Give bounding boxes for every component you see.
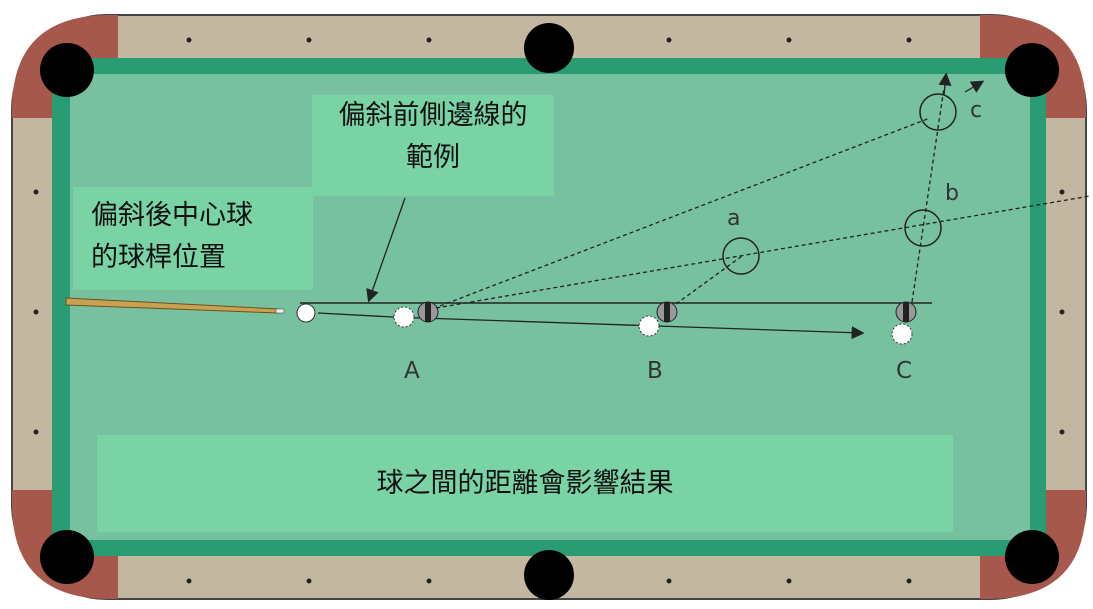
- path-label-c: c: [970, 98, 982, 123]
- diamond-icon: [187, 38, 192, 43]
- pocket-icon: [40, 530, 94, 584]
- diamond-icon: [787, 579, 792, 584]
- path-label-b: b: [945, 181, 959, 206]
- pocket-icon: [1005, 530, 1059, 584]
- diamond-icon: [187, 579, 192, 584]
- diamond-icon: [1060, 430, 1065, 435]
- back-center-cue-line-1: 偏斜後中心球: [91, 195, 313, 237]
- object-ball-icon: [657, 302, 677, 322]
- position-label-a: A: [404, 358, 420, 384]
- diamond-icon: [667, 38, 672, 43]
- diamond-icon: [427, 38, 432, 43]
- diamond-icon: [907, 38, 912, 43]
- distance-effect-label: 球之間的距離會影響結果: [97, 435, 953, 532]
- pocket-icon: [524, 23, 574, 73]
- object-ball-icon: [896, 302, 916, 322]
- pocket-icon: [40, 43, 94, 97]
- diamond-icon: [307, 38, 312, 43]
- cue-ball-icon: [297, 304, 315, 322]
- diamond-icon: [34, 190, 39, 195]
- cue-tip: [276, 309, 284, 313]
- ghost-cue-ball-c: [892, 324, 912, 344]
- path-label-a: a: [727, 206, 740, 231]
- diamond-icon: [787, 38, 792, 43]
- diamond-icon: [427, 579, 432, 584]
- distance-effect-text: 球之間的距離會影響結果: [377, 468, 674, 499]
- ghost-cue-ball-a: [394, 307, 414, 327]
- position-label-c: C: [896, 358, 912, 384]
- object-ball-icon: [418, 302, 438, 322]
- ghost-cue-ball-b: [639, 316, 659, 336]
- diamond-icon: [34, 430, 39, 435]
- pocket-icon: [1005, 43, 1059, 97]
- diamond-icon: [907, 579, 912, 584]
- front-side-example-line-2: 範例: [312, 137, 554, 179]
- pocket-icon: [524, 550, 574, 600]
- position-label-b: B: [647, 358, 663, 384]
- diamond-icon: [307, 579, 312, 584]
- back-center-cue-line-2: 的球桿位置: [91, 237, 313, 279]
- diamond-icon: [1060, 190, 1065, 195]
- diamond-icon: [34, 310, 39, 315]
- front-side-example-line-1: 偏斜前側邊線的: [312, 95, 554, 137]
- diamond-icon: [667, 579, 672, 584]
- front-side-example-label: 偏斜前側邊線的 範例: [312, 95, 554, 196]
- diamond-icon: [1060, 310, 1065, 315]
- back-center-cue-label: 偏斜後中心球 的球桿位置: [73, 187, 313, 290]
